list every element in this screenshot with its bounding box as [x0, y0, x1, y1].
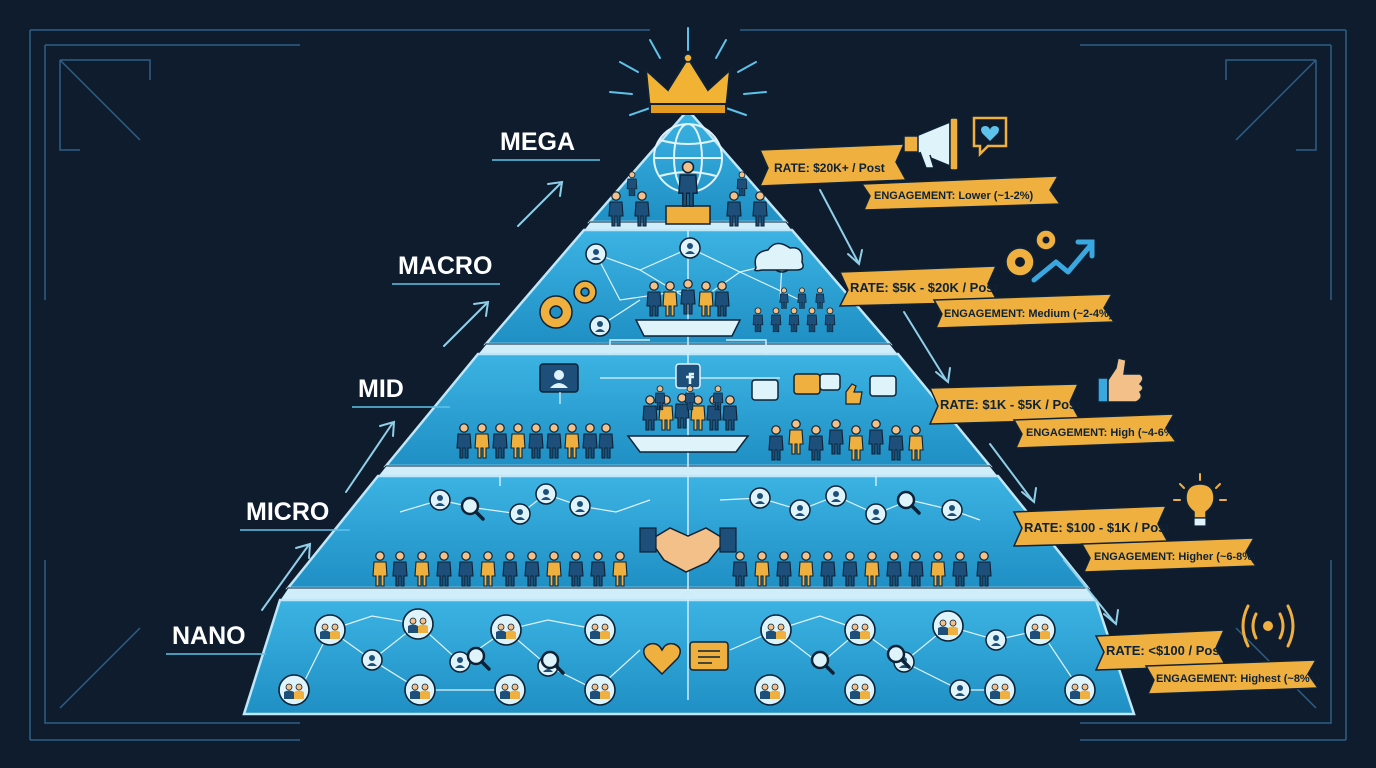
flow-arrows	[819, 189, 1119, 626]
nano-illustration	[278, 608, 1096, 706]
cloud-icon	[754, 242, 804, 272]
rate-ribbon-micro: RATE: $100 - $1K / Post	[1012, 505, 1170, 547]
chat-bubble-icon	[539, 363, 897, 401]
mega-illustration	[608, 27, 768, 227]
tier-label-mega: MEGA	[500, 128, 575, 156]
handshake-icon	[639, 527, 737, 573]
facebook-icon	[675, 363, 701, 389]
engagement-ribbon-mega: ENGAGEMENT: Lower (~1-2%)	[860, 175, 1062, 211]
micro-illustration	[372, 483, 992, 587]
engagement-ribbon-mid: ENGAGEMENT: High (~4-6%)	[1012, 413, 1178, 449]
rate-mega: RATE: $20K+ / Post	[774, 161, 885, 175]
growth-arrows	[261, 180, 564, 611]
rate-mid: RATE: $1K - $5K / Post	[940, 397, 1081, 412]
lightbulb-icon	[1173, 473, 1227, 527]
thumbs-up-icon	[1097, 357, 1144, 403]
rate-ribbon-nano: RATE: <$100 / Post	[1094, 629, 1228, 671]
engagement-nano: ENGAGEMENT: Highest (~8%+)	[1156, 673, 1320, 685]
rate-nano: RATE: <$100 / Post	[1106, 643, 1225, 658]
tier-label-mid: MID	[358, 375, 404, 403]
engagement-mega: ENGAGEMENT: Lower (~1-2%)	[874, 190, 1034, 202]
rate-ribbon-mid: RATE: $1K - $5K / Post	[928, 383, 1081, 425]
rate-micro: RATE: $100 - $1K / Post	[1024, 520, 1170, 535]
megaphone-icon	[903, 117, 959, 171]
rate-ribbon-mega: RATE: $20K+ / Post	[758, 143, 908, 187]
engagement-ribbons: ENGAGEMENT: Lower (~1-2%) ENGAGEMENT: Me…	[860, 175, 1320, 695]
macro-illustration	[539, 237, 836, 337]
mid-illustration	[456, 363, 924, 461]
gear-icon	[539, 280, 597, 329]
signal-icon	[1241, 604, 1295, 648]
message-icon	[689, 641, 729, 671]
thumbs-up-icon	[845, 383, 863, 405]
tier-labels: MEGA MACRO MID MICRO NANO	[166, 128, 600, 655]
rate-ribbon-macro: RATE: $5K - $20K / Post	[838, 265, 1000, 307]
tier-nano-band	[242, 598, 1136, 716]
engagement-ribbon-macro: ENGAGEMENT: Medium (~2-4%)	[932, 293, 1116, 329]
tier-label-macro: MACRO	[398, 252, 492, 280]
background-frame	[29, 29, 1347, 741]
heart-icon	[643, 642, 681, 676]
engagement-ribbon-micro: ENGAGEMENT: Higher (~6-8%)	[1080, 537, 1258, 573]
tier-label-micro: MICRO	[246, 498, 329, 526]
heart-chat-icon	[972, 116, 1008, 158]
engagement-micro: ENGAGEMENT: Higher (~6-8%)	[1094, 551, 1256, 563]
crown-icon	[609, 27, 767, 116]
engagement-ribbon-nano: ENGAGEMENT: Highest (~8%+)	[1144, 659, 1320, 695]
growth-chart-icon	[1005, 229, 1095, 283]
engagement-mid: ENGAGEMENT: High (~4-6%)	[1026, 427, 1178, 439]
tier-label-nano: NANO	[172, 622, 246, 650]
engagement-macro: ENGAGEMENT: Medium (~2-4%)	[944, 308, 1113, 320]
rate-macro: RATE: $5K - $20K / Post	[850, 280, 999, 295]
rate-ribbons: RATE: $20K+ / Post RATE: $5K - $20K / Po…	[758, 143, 1228, 671]
